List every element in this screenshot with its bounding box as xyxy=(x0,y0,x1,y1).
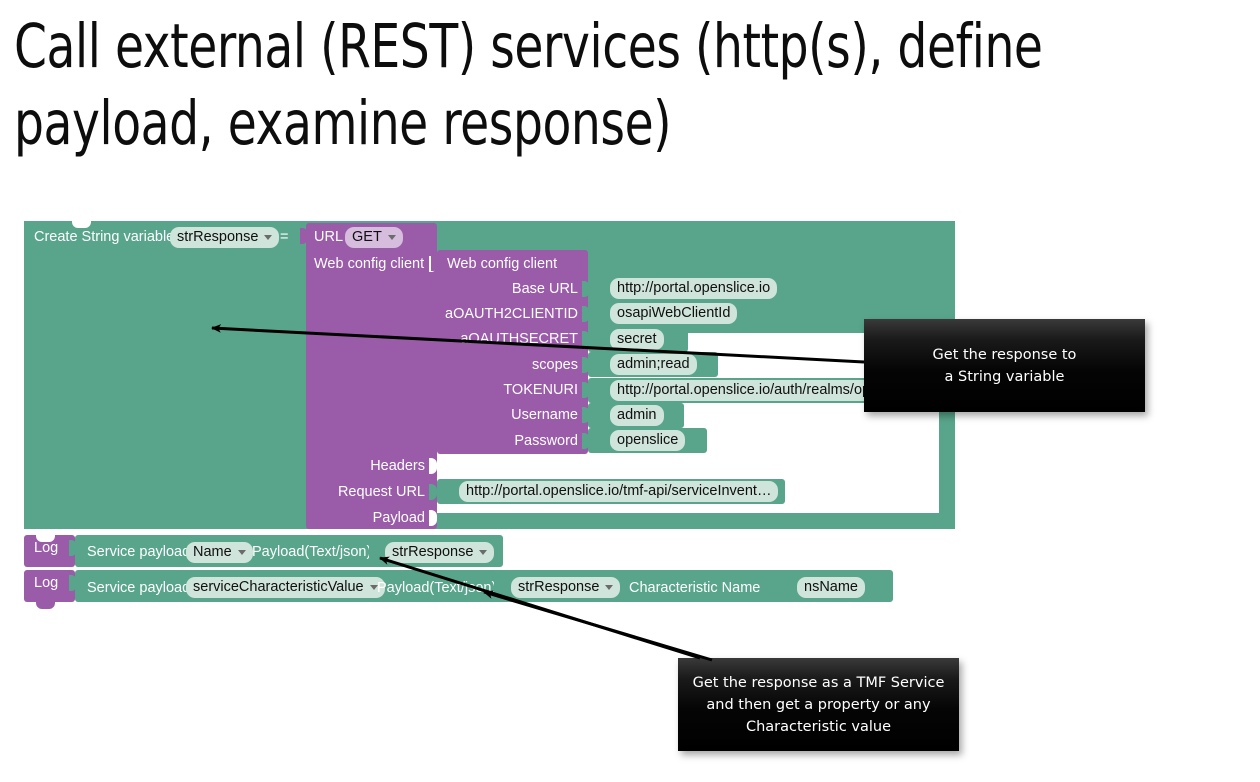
socket-notch-username xyxy=(582,407,590,423)
field-password-value: openslice xyxy=(617,432,679,448)
row-label-client-id: aOAUTH2CLIENTID xyxy=(445,306,578,322)
variable-name-value: strResponse xyxy=(177,229,259,245)
chevron-down-icon xyxy=(264,235,273,240)
log-block-2-characteristic-socket-notch xyxy=(765,577,773,593)
field-token-uri-value: http://portal.openslice.io/auth/realms/o… xyxy=(617,382,879,398)
socket-notch-client-id xyxy=(582,306,590,322)
row-label-scopes: scopes xyxy=(532,357,578,373)
request-url-label: Request URL xyxy=(337,484,425,500)
field-password[interactable]: openslice xyxy=(610,430,686,451)
log-block-1-top-notch xyxy=(36,535,55,542)
socket-notch-scopes xyxy=(582,357,590,373)
log-block-1-label: Log xyxy=(34,540,59,556)
headers-socket-notch xyxy=(429,458,437,474)
log-block-2-service-payload-label: Service payload xyxy=(87,580,191,596)
http-method-value: GET xyxy=(352,229,382,245)
log-block-1-property-dropdown[interactable]: Name xyxy=(186,542,253,563)
socket-notch-base-url xyxy=(582,281,590,297)
log-block-2-bottom-bump xyxy=(36,602,55,609)
request-url-value: http://portal.openslice.io/tmf-api/servi… xyxy=(466,483,772,499)
log-block-2-label: Log xyxy=(34,575,59,591)
url-block-webconfig-label: Web config client xyxy=(314,256,425,272)
row-label-username: Username xyxy=(511,407,578,423)
row-label-base-url: Base URL xyxy=(511,281,578,297)
field-username-value: admin xyxy=(617,407,657,423)
url-block-label: URL xyxy=(314,229,344,245)
log-block-1-payload-label: Payload(Text/json) xyxy=(252,544,372,560)
row-label-password: Password xyxy=(514,433,578,449)
field-client-id-value: osapiWebClientId xyxy=(617,305,731,321)
field-base-url[interactable]: http://portal.openslice.io xyxy=(610,278,778,299)
log-block-2-top-notch xyxy=(36,570,55,577)
row-label-client-secret: aOAUTHSECRET xyxy=(460,331,578,347)
request-url-socket-notch xyxy=(429,484,437,500)
variable-block-left-bar xyxy=(24,221,306,529)
log-block-1-service-payload-label: Service payload xyxy=(87,544,191,560)
log-block-2-characteristic-value: nsName xyxy=(804,579,858,595)
payload-label: Payload xyxy=(372,510,425,526)
chevron-down-icon xyxy=(387,235,396,240)
variable-block-label: Create String variable xyxy=(34,229,175,245)
variable-block-bottom-bar xyxy=(24,513,955,529)
socket-notch-password xyxy=(582,433,590,449)
chevron-down-icon xyxy=(237,550,246,555)
variable-name-dropdown[interactable]: strResponse xyxy=(170,227,280,248)
log-block-1-payload-value: strResponse xyxy=(392,544,474,560)
page-title: Call external (REST) services (http(s), … xyxy=(14,11,1058,159)
log-block-2-payload-label: Payload(Text/json) xyxy=(377,580,497,596)
chevron-down-icon xyxy=(479,550,488,555)
field-base-url-value: http://portal.openslice.io xyxy=(617,280,771,296)
url-block[interactable] xyxy=(306,223,437,529)
variable-block-top-notch xyxy=(72,221,91,228)
log-block-1-socket-notch xyxy=(69,540,77,556)
log-block-2-payload-dropdown[interactable]: strResponse xyxy=(511,577,621,598)
callout-string-variable: Get the response to a String variable xyxy=(864,319,1145,412)
field-client-id[interactable]: osapiWebClientId xyxy=(610,303,738,324)
socket-notch-token-uri xyxy=(582,382,590,398)
http-method-dropdown[interactable]: GET xyxy=(345,227,403,248)
web-config-client-plug xyxy=(431,255,439,271)
log-block-2-property-value: serviceCharacteristicValue xyxy=(193,579,364,595)
web-config-client-title: Web config client xyxy=(447,256,558,272)
field-username[interactable]: admin xyxy=(610,405,664,426)
url-block-plug xyxy=(300,228,308,244)
field-scopes-value: admin;read xyxy=(617,356,690,372)
log-block-2-characteristic-field[interactable]: nsName xyxy=(797,577,865,598)
field-scopes[interactable]: admin;read xyxy=(610,354,697,375)
log-block-1-property-value: Name xyxy=(193,544,232,560)
chevron-down-icon xyxy=(369,585,378,590)
log-block-1-payload-socket-notch xyxy=(369,542,377,558)
field-client-secret[interactable]: secret xyxy=(610,329,664,350)
log-block-2-characteristic-label: Characteristic Name xyxy=(629,580,761,596)
log-block-1-payload-dropdown[interactable]: strResponse xyxy=(385,542,495,563)
chevron-down-icon xyxy=(605,585,614,590)
field-client-secret-value: secret xyxy=(617,331,657,347)
request-url-field[interactable]: http://portal.openslice.io/tmf-api/servi… xyxy=(459,481,779,502)
log-block-2-payload-value: strResponse xyxy=(518,579,600,595)
field-token-uri[interactable]: http://portal.openslice.io/auth/realms/o… xyxy=(610,380,886,401)
headers-label: Headers xyxy=(370,458,425,474)
payload-socket-notch xyxy=(429,510,437,526)
row-label-token-uri: TOKENURI xyxy=(503,382,578,398)
log-block-2-socket-notch xyxy=(69,575,77,591)
equals-sign: = xyxy=(280,229,289,245)
log-block-2-property-dropdown[interactable]: serviceCharacteristicValue xyxy=(186,577,385,598)
callout-tmf-service: Get the response as a TMF Service and th… xyxy=(678,658,959,751)
